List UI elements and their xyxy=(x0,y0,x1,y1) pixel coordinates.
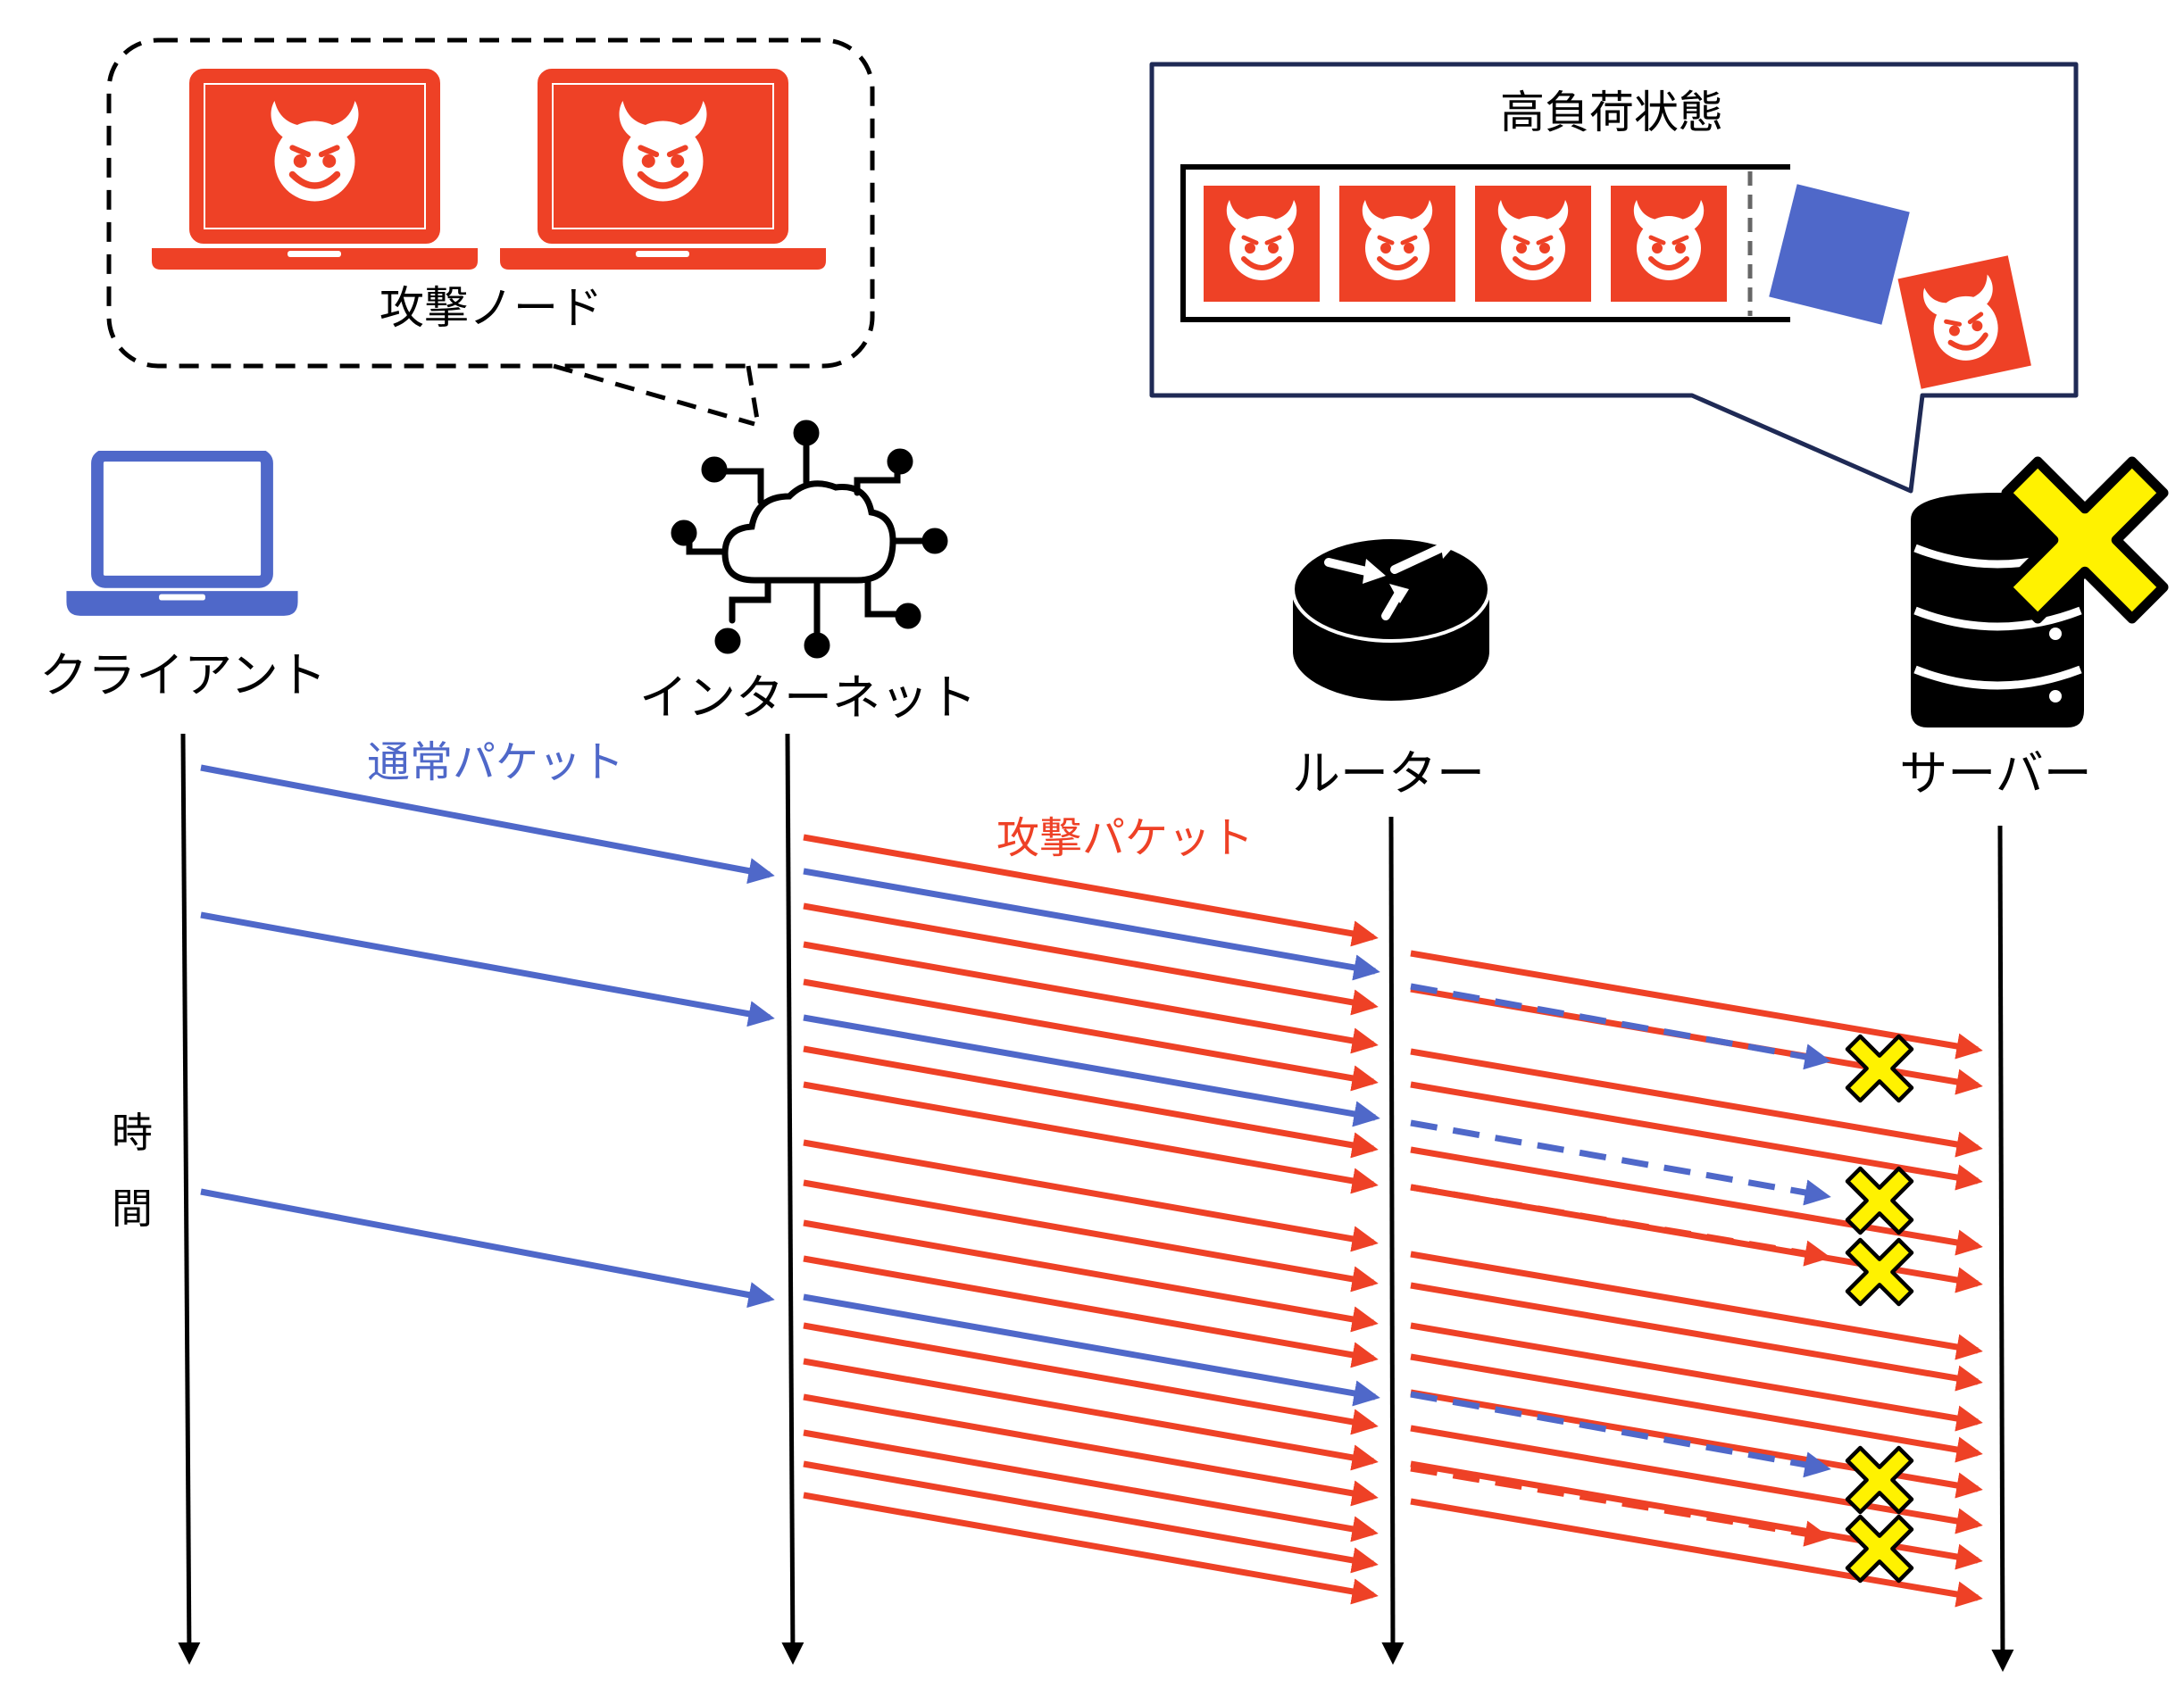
cloud-network-icon xyxy=(671,420,948,659)
attack-packet-arrow xyxy=(803,1358,1379,1471)
internet-node: インターネット xyxy=(639,420,977,726)
client-label: クライアント xyxy=(39,647,327,703)
server-label: サーバー xyxy=(1899,745,2091,802)
attack-packet-arrow xyxy=(803,1045,1379,1159)
rejected-normal-packet xyxy=(1769,184,1910,325)
client-node: クライアント xyxy=(39,455,327,703)
attack-packet-arrow xyxy=(803,978,1379,1092)
attacker-laptop-1 xyxy=(152,69,478,270)
attack-packet-arrow xyxy=(803,1460,1379,1574)
attack-packet-arrow xyxy=(1410,1282,1983,1392)
dropped-attack-packet-arrow xyxy=(1410,1465,1831,1547)
attack-packet-arrow xyxy=(803,1429,1379,1542)
attack-packet-arrow xyxy=(803,1322,1379,1435)
normal-packet-label: 通常パケット xyxy=(367,737,624,787)
attack-packet-arrow xyxy=(1410,1498,1983,1608)
normal-packet-arrow xyxy=(803,868,1380,981)
attack-packet-arrow xyxy=(1410,1146,1983,1256)
attack-nodes-callout xyxy=(106,37,875,427)
dropped-attack-packet-arrow xyxy=(1410,1184,1831,1267)
normal-packet-arrow xyxy=(200,764,775,885)
router-label: ルーター xyxy=(1292,745,1485,802)
dropped-normal-packet-arrow xyxy=(1410,1119,1831,1206)
attack-packet-arrow xyxy=(1410,1251,1983,1360)
normal-packet-arrow xyxy=(200,911,775,1027)
attack-packet-arrow xyxy=(803,1492,1379,1605)
server-timeline xyxy=(1991,825,2014,1672)
attack-nodes-label: 攻撃ノード xyxy=(379,282,603,334)
server-queue xyxy=(1180,164,2031,389)
attack-packet-arrow xyxy=(1410,1425,1983,1534)
attack-packet-arrow xyxy=(803,1219,1379,1333)
high-load-label: 高負荷状態 xyxy=(1500,87,1723,138)
attacker-laptop-2 xyxy=(500,69,826,270)
server-node: サーバー xyxy=(1899,461,2163,802)
normal-packet-arrow xyxy=(200,1188,775,1309)
attack-packet-arrow xyxy=(1410,1081,1983,1191)
laptop-icon xyxy=(66,455,297,616)
attack-packet-arrow xyxy=(1410,1353,1983,1463)
time-axis-label-1: 時 xyxy=(112,1109,153,1157)
attack-packet-arrow xyxy=(803,902,1379,1016)
attack-packet-arrow xyxy=(1410,950,1983,1060)
attack-packet-arrow xyxy=(1410,1322,1983,1432)
dropped-normal-packet-arrow xyxy=(1410,983,1831,1070)
normal-packet-arrow xyxy=(803,1293,1380,1407)
x-mark-icon xyxy=(1847,1168,1912,1233)
router-icon xyxy=(1291,536,1491,701)
attack-packet-arrow xyxy=(803,1179,1379,1293)
attack-packet-arrow xyxy=(803,834,1379,947)
internet-label: インターネット xyxy=(639,669,977,726)
attack-packet-arrow xyxy=(803,1139,1379,1252)
dropped-normal-packet-arrow xyxy=(1410,1391,1831,1478)
attack-packet-arrow xyxy=(803,1081,1379,1194)
timelines xyxy=(178,733,2014,1672)
internet-timeline xyxy=(781,733,804,1665)
attack-packet-arrow xyxy=(803,941,1379,1054)
client-timeline xyxy=(178,733,201,1665)
rejected-attack-packet xyxy=(1897,255,2031,389)
attack-packet-arrow xyxy=(803,1255,1379,1368)
x-mark-icon xyxy=(1847,1448,1912,1512)
normal-packet-arrow xyxy=(803,1014,1380,1127)
time-axis-label-2: 間 xyxy=(112,1185,153,1233)
attack-packet-arrow xyxy=(1410,1048,1983,1158)
attack-packet-label: 攻撃パケット xyxy=(996,813,1254,863)
packet-arrows xyxy=(200,764,1983,1608)
x-mark-icon xyxy=(1847,1036,1912,1101)
dropped-packet-marks xyxy=(1847,1036,1912,1581)
router-node: ルーター xyxy=(1291,536,1491,802)
router-timeline xyxy=(1381,816,1405,1665)
attack-packet-arrow xyxy=(803,1393,1379,1507)
